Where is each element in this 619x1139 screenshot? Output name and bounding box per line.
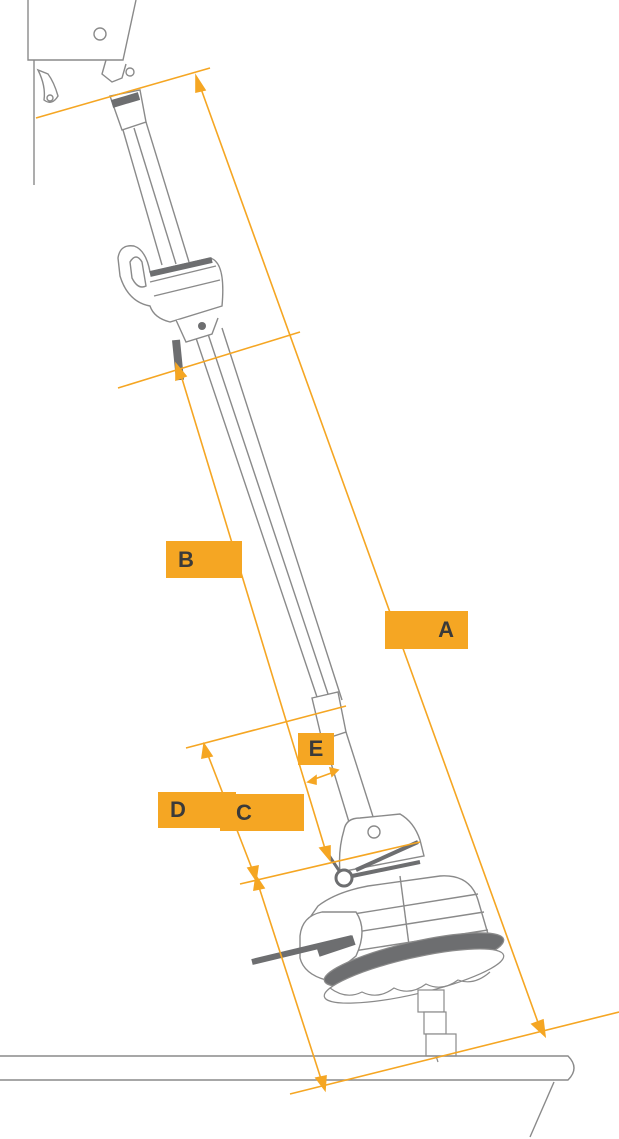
upper-fitting — [27, 0, 137, 185]
dimension-a-label: A — [385, 611, 468, 649]
dimension-b-line — [179, 371, 327, 853]
dimension-d-label: D — [158, 792, 236, 828]
deck-rail — [0, 1055, 575, 1138]
dimension-e-label: E — [298, 733, 334, 765]
dimension-lines — [35, 67, 619, 1095]
dimension-a-line — [199, 85, 541, 1029]
dimension-c-line — [257, 883, 323, 1083]
lower-connector — [417, 989, 457, 1063]
dimension-b-label: B — [166, 541, 242, 578]
ratchet-wheel — [323, 932, 505, 1004]
